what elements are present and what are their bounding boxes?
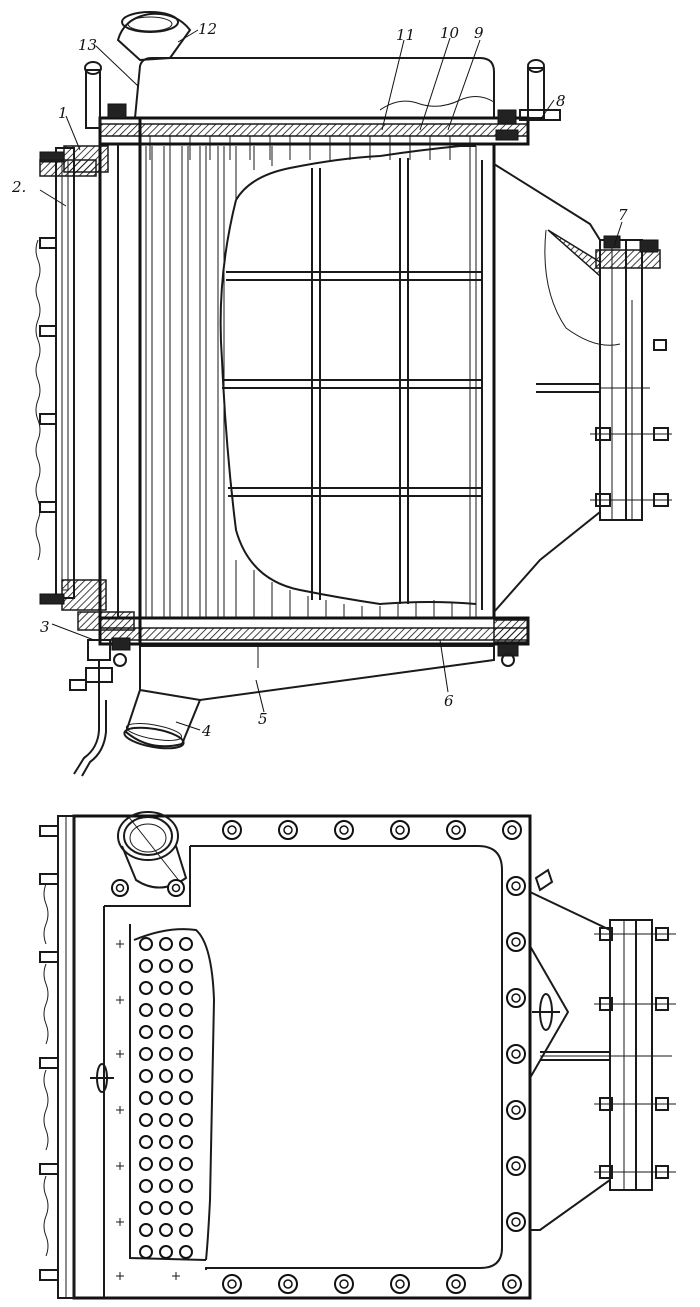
bottom-bolt-row bbox=[222, 1274, 522, 1294]
top-right-lug bbox=[497, 59, 561, 125]
top-tube-plate bbox=[99, 123, 529, 137]
support-grid bbox=[222, 158, 482, 604]
left-strip-marks bbox=[116, 940, 180, 1280]
label-7: 7 bbox=[618, 206, 628, 224]
label-12: 12 bbox=[198, 20, 217, 38]
left-cover-brackets bbox=[39, 237, 57, 513]
bottom-header-box bbox=[139, 645, 495, 702]
left-cover-plate bbox=[55, 147, 75, 599]
top-view-section bbox=[35, 11, 672, 777]
label-2: 2. bbox=[11, 178, 26, 196]
plan-nozzle bbox=[117, 811, 188, 889]
label-1: 1 bbox=[58, 104, 68, 122]
plan-right-bracket bbox=[529, 868, 672, 1231]
right-bracket-bolts bbox=[590, 235, 672, 520]
top-left-lug bbox=[84, 61, 127, 129]
inner-opening bbox=[190, 845, 503, 1270]
label-6: 6 bbox=[444, 692, 454, 710]
bottom-tube-plate bbox=[99, 627, 529, 641]
top-header-box bbox=[133, 57, 495, 119]
tube-hole-grid bbox=[139, 937, 193, 1259]
label-9: 9 bbox=[474, 24, 484, 42]
left-side-chain bbox=[43, 883, 49, 1257]
label-8: 8 bbox=[556, 92, 566, 110]
top-tube-stubs bbox=[149, 136, 471, 160]
bottom-view-plan bbox=[39, 811, 676, 1300]
top-nozzle bbox=[116, 11, 192, 62]
label-3: 3 bbox=[40, 618, 50, 636]
label-4: 4 bbox=[201, 722, 212, 740]
plan-handle-left bbox=[90, 1063, 114, 1093]
left-bottom-flange bbox=[61, 579, 107, 611]
right-bolt-column bbox=[506, 876, 526, 1232]
right-support-bracket bbox=[493, 163, 661, 613]
tube-bundle bbox=[145, 146, 225, 618]
left-shell-wall bbox=[98, 116, 142, 646]
label-5: 5 bbox=[258, 710, 268, 728]
left-side-brackets bbox=[39, 825, 59, 1281]
drain-valve bbox=[69, 639, 113, 777]
plan-bracket-bolts bbox=[594, 927, 676, 1179]
top-bolt-row bbox=[222, 820, 522, 840]
label-11: 11 bbox=[396, 26, 415, 44]
cutaway-boundary bbox=[219, 145, 477, 606]
bottom-nozzle bbox=[123, 689, 201, 750]
tube-plate-cutaway bbox=[133, 928, 216, 1261]
label-10: 10 bbox=[440, 24, 460, 42]
label-13: 13 bbox=[78, 36, 97, 54]
left-inner-bolts bbox=[111, 879, 185, 897]
leader-lines bbox=[39, 29, 623, 731]
